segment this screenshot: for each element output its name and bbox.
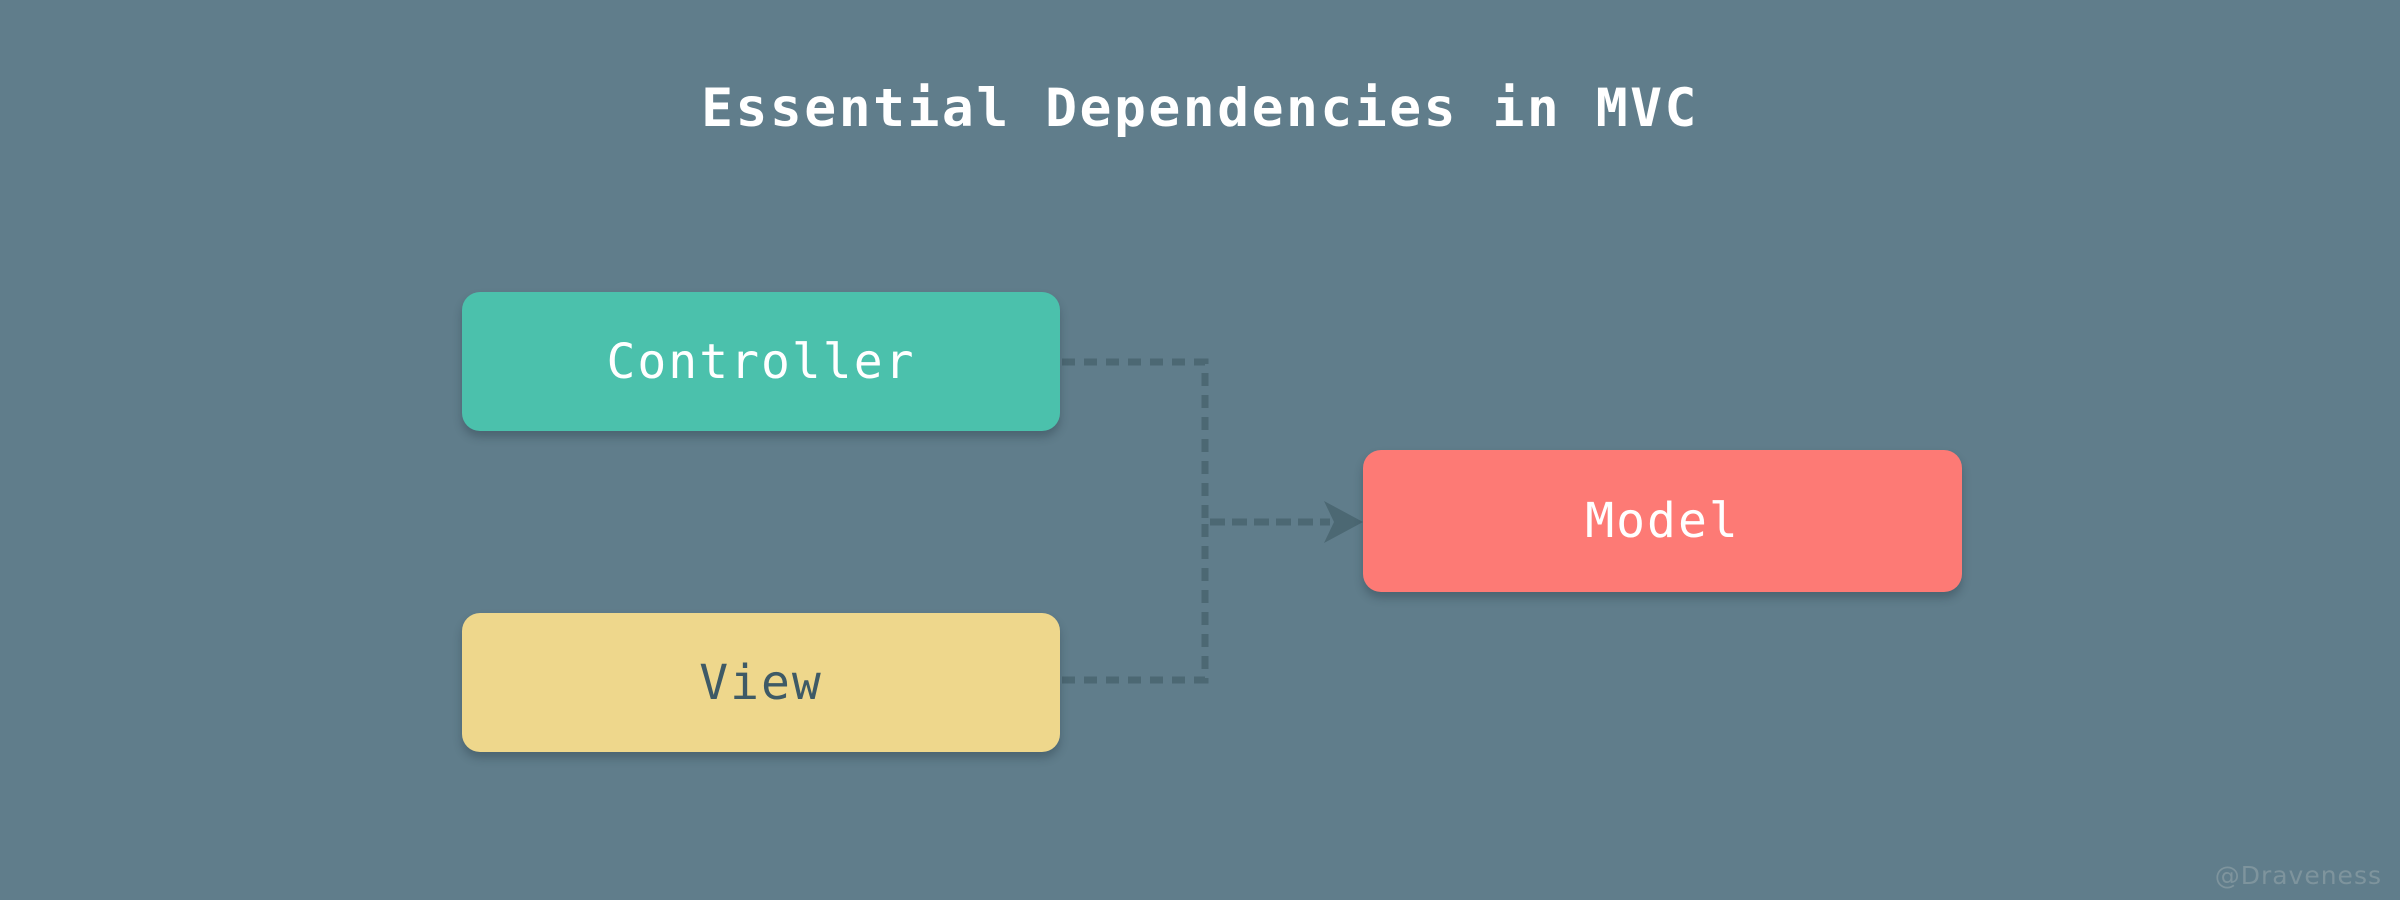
watermark: @Draveness (2214, 861, 2382, 890)
edge-view-to-model (1062, 518, 1330, 684)
edge-controller-to-model-line (1062, 358, 1330, 526)
node-view[interactable]: View (462, 613, 1060, 752)
edge-view-to-model-line (1062, 518, 1330, 684)
node-model-label: Model (1585, 493, 1740, 549)
page-title: Essential Dependencies in MVC (701, 78, 1699, 139)
node-controller[interactable]: Controller (462, 292, 1060, 431)
node-controller-label: Controller (606, 333, 916, 390)
edge-controller-to-model (1062, 358, 1330, 526)
arrowhead-icon (1324, 501, 1363, 543)
node-view-label: View (699, 654, 823, 711)
node-model[interactable]: Model (1363, 450, 1962, 592)
